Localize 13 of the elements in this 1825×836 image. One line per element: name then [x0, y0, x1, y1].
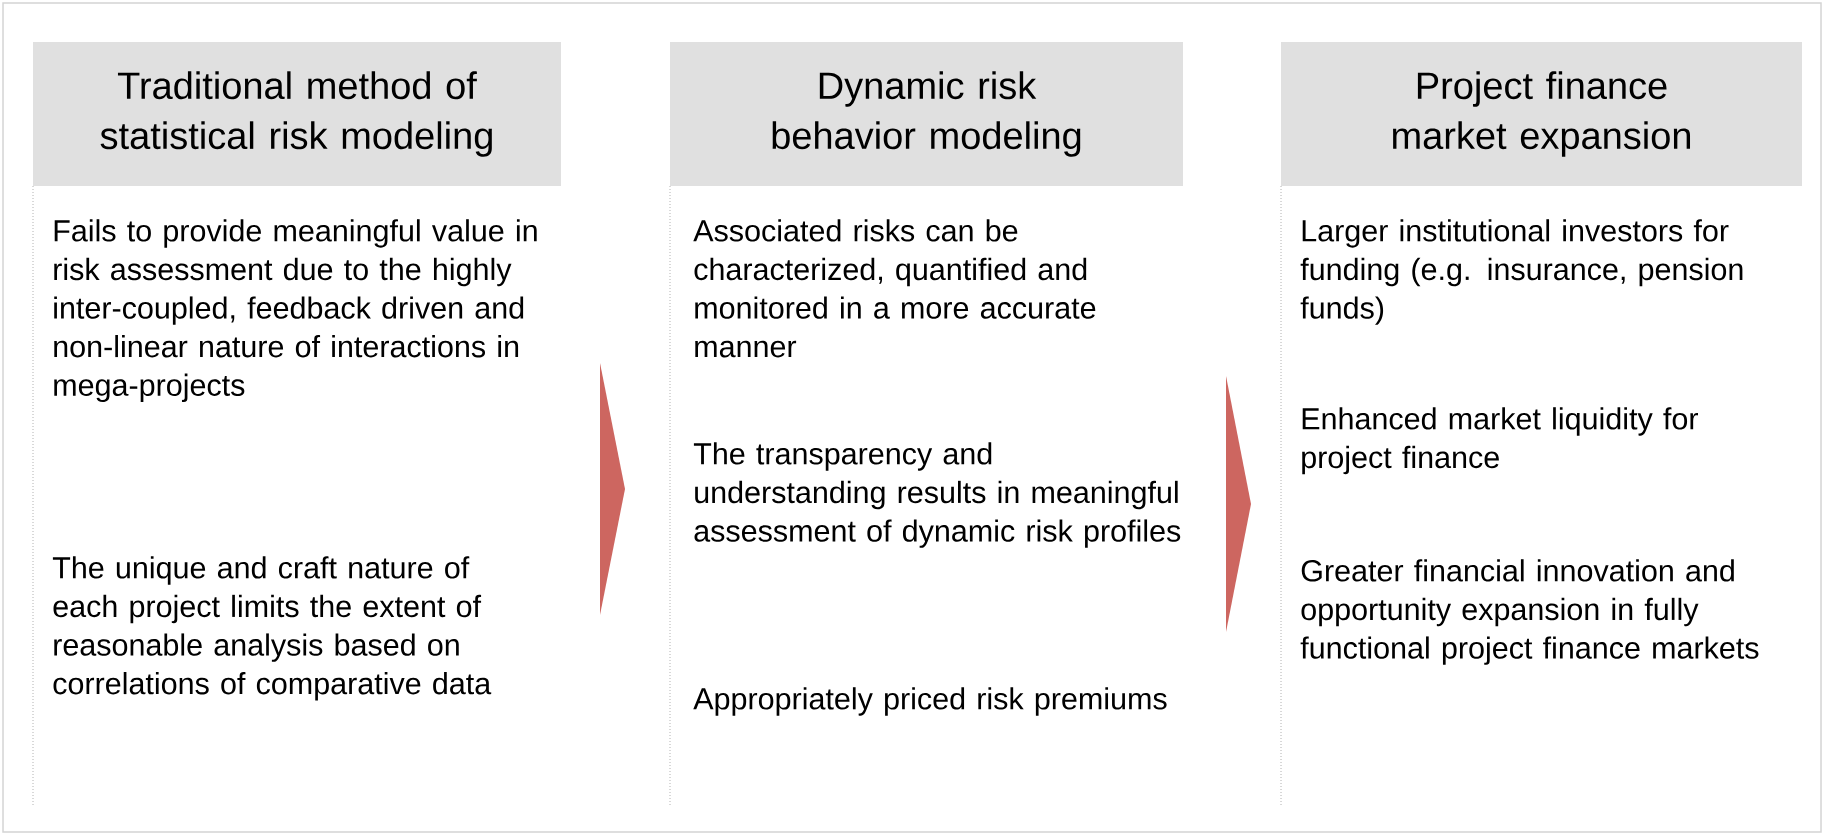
header-band: Dynamic risk behavior modeling — [670, 42, 1183, 186]
arrow — [1226, 376, 1251, 632]
body-text: Associated risks can be characterized, quantified and monitored in a more accurate manner — [693, 219, 1096, 358]
body-text: Larger institutional investors for funding (e.g. insurance, pension funds) — [1300, 219, 1743, 325]
body-text: Enhanced market liquidity for project finance — [1302, 407, 1698, 475]
body-text: Greater financial innovation and opportunity expansion in fully functional project finance markets — [1300, 559, 1759, 665]
body-text: Fails to provide meaningful value in risk assessment due to the highly inter-coupled, feedback driven and non-linear nature of interactions in mega-projects — [54, 219, 537, 403]
body-text: Appropriately priced risk premiums — [693, 687, 1167, 716]
body-text: The transparency and understanding results in meaningful assessment of dynamic risk profiles — [693, 442, 1181, 548]
header-band: Project finance market expansion — [1281, 42, 1802, 186]
body-text: The unique and craft nature of each project limits the extent of reasonable analysis based on correlations of comparative data — [52, 556, 492, 701]
header-band: Traditional method of statistical risk modeling — [33, 42, 561, 186]
arrow — [600, 363, 625, 615]
